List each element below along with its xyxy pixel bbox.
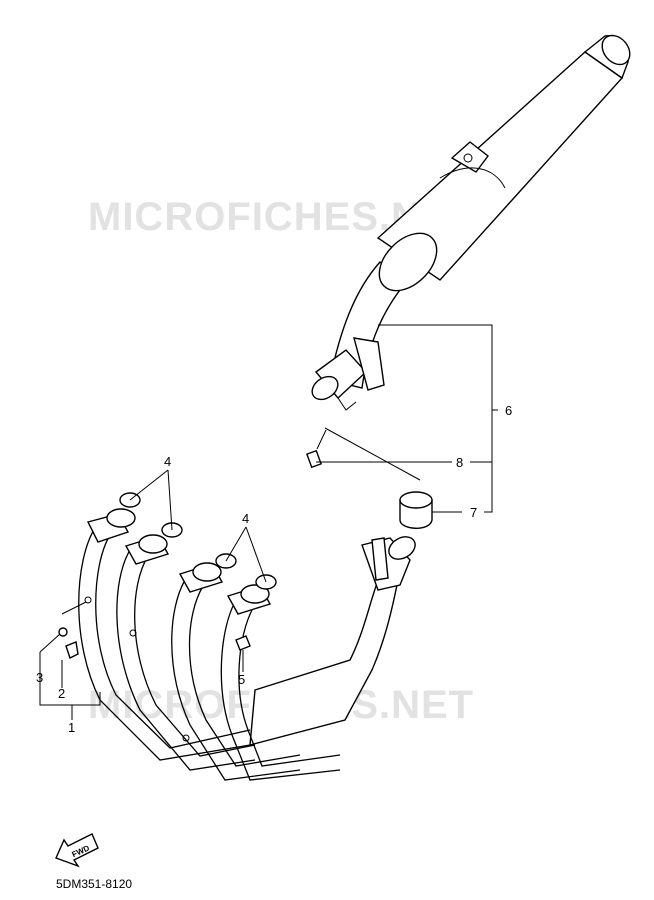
callout-7: 7 [470,505,477,520]
screw-2 [65,641,79,659]
nut-5 [235,635,251,651]
callout-8: 8 [456,455,463,470]
small-parts [58,627,251,659]
callout-1: 1 [68,720,75,735]
inlet-bracket [353,337,385,391]
callout-6: 6 [505,403,512,418]
diagram-code: 5DM351-8120 [56,877,132,891]
leader-lines [39,324,498,720]
header-pipe-2 [116,549,256,771]
callout-3: 3 [36,670,43,685]
callout-2: 2 [58,686,65,701]
muffler-assembly [311,34,631,411]
callout-4-lower: 4 [242,511,249,526]
callout-5: 5 [238,672,245,687]
gasket-7 [399,491,433,529]
bolt-8 [306,429,327,469]
forward-arrow-icon [55,833,99,868]
exhaust-headers [78,508,416,781]
header-pipe-3 [171,579,301,781]
muffler-bracket [450,141,489,173]
forward-arrow: FWD [55,833,99,868]
header-pipe-4 [220,601,341,781]
washer-3 [58,627,68,637]
callout-4-upper: 4 [164,454,171,469]
